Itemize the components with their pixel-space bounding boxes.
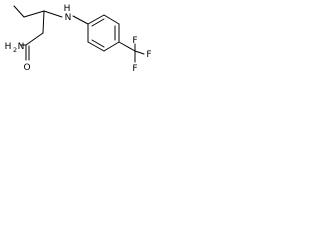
ring-bond-1 [87, 14, 105, 25]
bond-ethyl-ch3-ch2 [13, 5, 25, 18]
bond-ch-ch2 [42, 10, 45, 34]
ring-bond-5 [87, 41, 105, 52]
atom-label-amine-n: N [65, 13, 72, 23]
bond-ch-nh [43, 10, 63, 18]
bond-nh-aryl [72, 15, 89, 25]
atom-label-fluorine-top: F [132, 36, 137, 46]
atom-label-amide-h: H [5, 42, 12, 52]
atom-label-carbonyl-o: O [23, 63, 30, 73]
ring-bond-2 [103, 14, 120, 25]
bond-c-f-right [134, 50, 145, 55]
atom-label-amide-n: N [18, 42, 25, 52]
bond-ethyl-ch2-ch [23, 10, 45, 18]
atom-label-amine-h: H [64, 4, 71, 14]
bond-ch2-carbonyl [25, 32, 44, 46]
bond-aryl-cf3 [118, 41, 136, 52]
atom-label-fluorine-right: F [146, 50, 151, 60]
chemical-structure-diagram: H N H 2 N O F F F [5, 4, 152, 74]
ring-bond-4 [103, 41, 120, 52]
ring-double-bond-3 [91, 39, 105, 48]
ring-double-bond-1 [91, 18, 105, 27]
atom-label-fluorine-bottom: F [132, 64, 137, 74]
atom-label-amide-h-count: 2 [13, 46, 17, 54]
